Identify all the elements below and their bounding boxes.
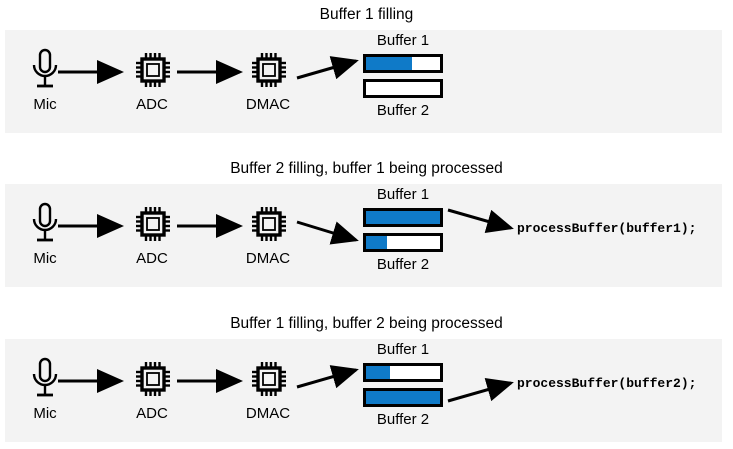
node-label-dmac-1: DMAC bbox=[245, 96, 291, 113]
chip-icon bbox=[252, 207, 286, 241]
buffer-group-1: Buffer 1 Buffer 2 bbox=[363, 32, 443, 119]
buffer2-bar-1 bbox=[363, 79, 443, 98]
node-mic-1: Mic bbox=[17, 48, 73, 120]
buffer2-fill-2 bbox=[366, 236, 387, 249]
buffer1-label-1: Buffer 1 bbox=[376, 32, 430, 49]
microphone-icon bbox=[32, 357, 58, 397]
node-mic-2: Mic bbox=[17, 202, 73, 274]
buffer1-label-2: Buffer 1 bbox=[376, 186, 430, 203]
buffer1-label-3: Buffer 1 bbox=[376, 341, 430, 358]
buffer2-label-1: Buffer 2 bbox=[376, 102, 430, 119]
buffer2-bar-3 bbox=[363, 388, 443, 407]
node-dmac-3: DMAC bbox=[237, 357, 299, 429]
buffer1-bar-3 bbox=[363, 363, 443, 382]
buffer2-label-2: Buffer 2 bbox=[376, 256, 430, 273]
process-call-3: processBuffer(buffer2); bbox=[517, 376, 697, 391]
chip-icon bbox=[136, 362, 170, 396]
buffer-group-3: Buffer 1 Buffer 2 bbox=[363, 341, 443, 428]
node-label-adc-3: ADC bbox=[136, 405, 168, 422]
chip-icon bbox=[252, 362, 286, 396]
microphone-icon bbox=[32, 202, 58, 242]
buffer2-label-3: Buffer 2 bbox=[376, 411, 430, 428]
node-label-mic-2: Mic bbox=[33, 250, 57, 267]
node-dmac-1: DMAC bbox=[237, 48, 299, 120]
buffer1-fill-3 bbox=[366, 366, 390, 379]
buffer1-bar-1 bbox=[363, 54, 443, 73]
buffer1-fill-2 bbox=[366, 211, 440, 224]
chip-icon bbox=[136, 207, 170, 241]
node-dmac-2: DMAC bbox=[237, 202, 299, 274]
node-label-dmac-2: DMAC bbox=[245, 250, 291, 267]
node-label-mic-3: Mic bbox=[33, 405, 57, 422]
panel-background-2: Mic ADC bbox=[5, 184, 722, 287]
panel-title-3: Buffer 1 filling, buffer 2 being process… bbox=[230, 315, 503, 332]
node-label-dmac-3: DMAC bbox=[245, 405, 291, 422]
panel-title-2: Buffer 2 filling, buffer 1 being process… bbox=[230, 160, 503, 177]
panel-background-3: Mic ADC bbox=[5, 339, 722, 442]
process-call-2: processBuffer(buffer1); bbox=[517, 221, 697, 236]
node-label-adc-2: ADC bbox=[136, 250, 168, 267]
arrow-dmac-to-buffer1 bbox=[296, 365, 359, 389]
arrow-layer-1 bbox=[58, 56, 359, 84]
chip-icon bbox=[136, 53, 170, 87]
buffer2-fill-3 bbox=[366, 391, 440, 404]
arrow-dmac-to-buffer1 bbox=[296, 56, 359, 80]
node-label-adc-1: ADC bbox=[136, 96, 168, 113]
node-mic-3: Mic bbox=[17, 357, 73, 429]
node-label-mic-1: Mic bbox=[33, 96, 57, 113]
node-adc-1: ADC bbox=[124, 48, 180, 120]
node-adc-3: ADC bbox=[124, 357, 180, 429]
buffer-group-2: Buffer 1 Buffer 2 bbox=[363, 186, 443, 273]
arrow-dmac-to-buffer2 bbox=[296, 220, 359, 245]
panel-title-1: Buffer 1 filling bbox=[319, 6, 414, 23]
panel-background-1: Mic bbox=[5, 30, 722, 133]
buffer1-bar-2 bbox=[363, 208, 443, 227]
buffer2-bar-2 bbox=[363, 233, 443, 252]
microphone-icon bbox=[32, 48, 58, 88]
arrow-layer-2 bbox=[58, 208, 514, 245]
node-adc-2: ADC bbox=[124, 202, 180, 274]
chip-icon bbox=[252, 53, 286, 87]
arrow-buffer2-to-process bbox=[447, 378, 514, 403]
arrow-layer-3 bbox=[58, 365, 514, 403]
buffer1-fill-1 bbox=[366, 57, 412, 70]
arrow-buffer1-to-process bbox=[447, 208, 514, 233]
